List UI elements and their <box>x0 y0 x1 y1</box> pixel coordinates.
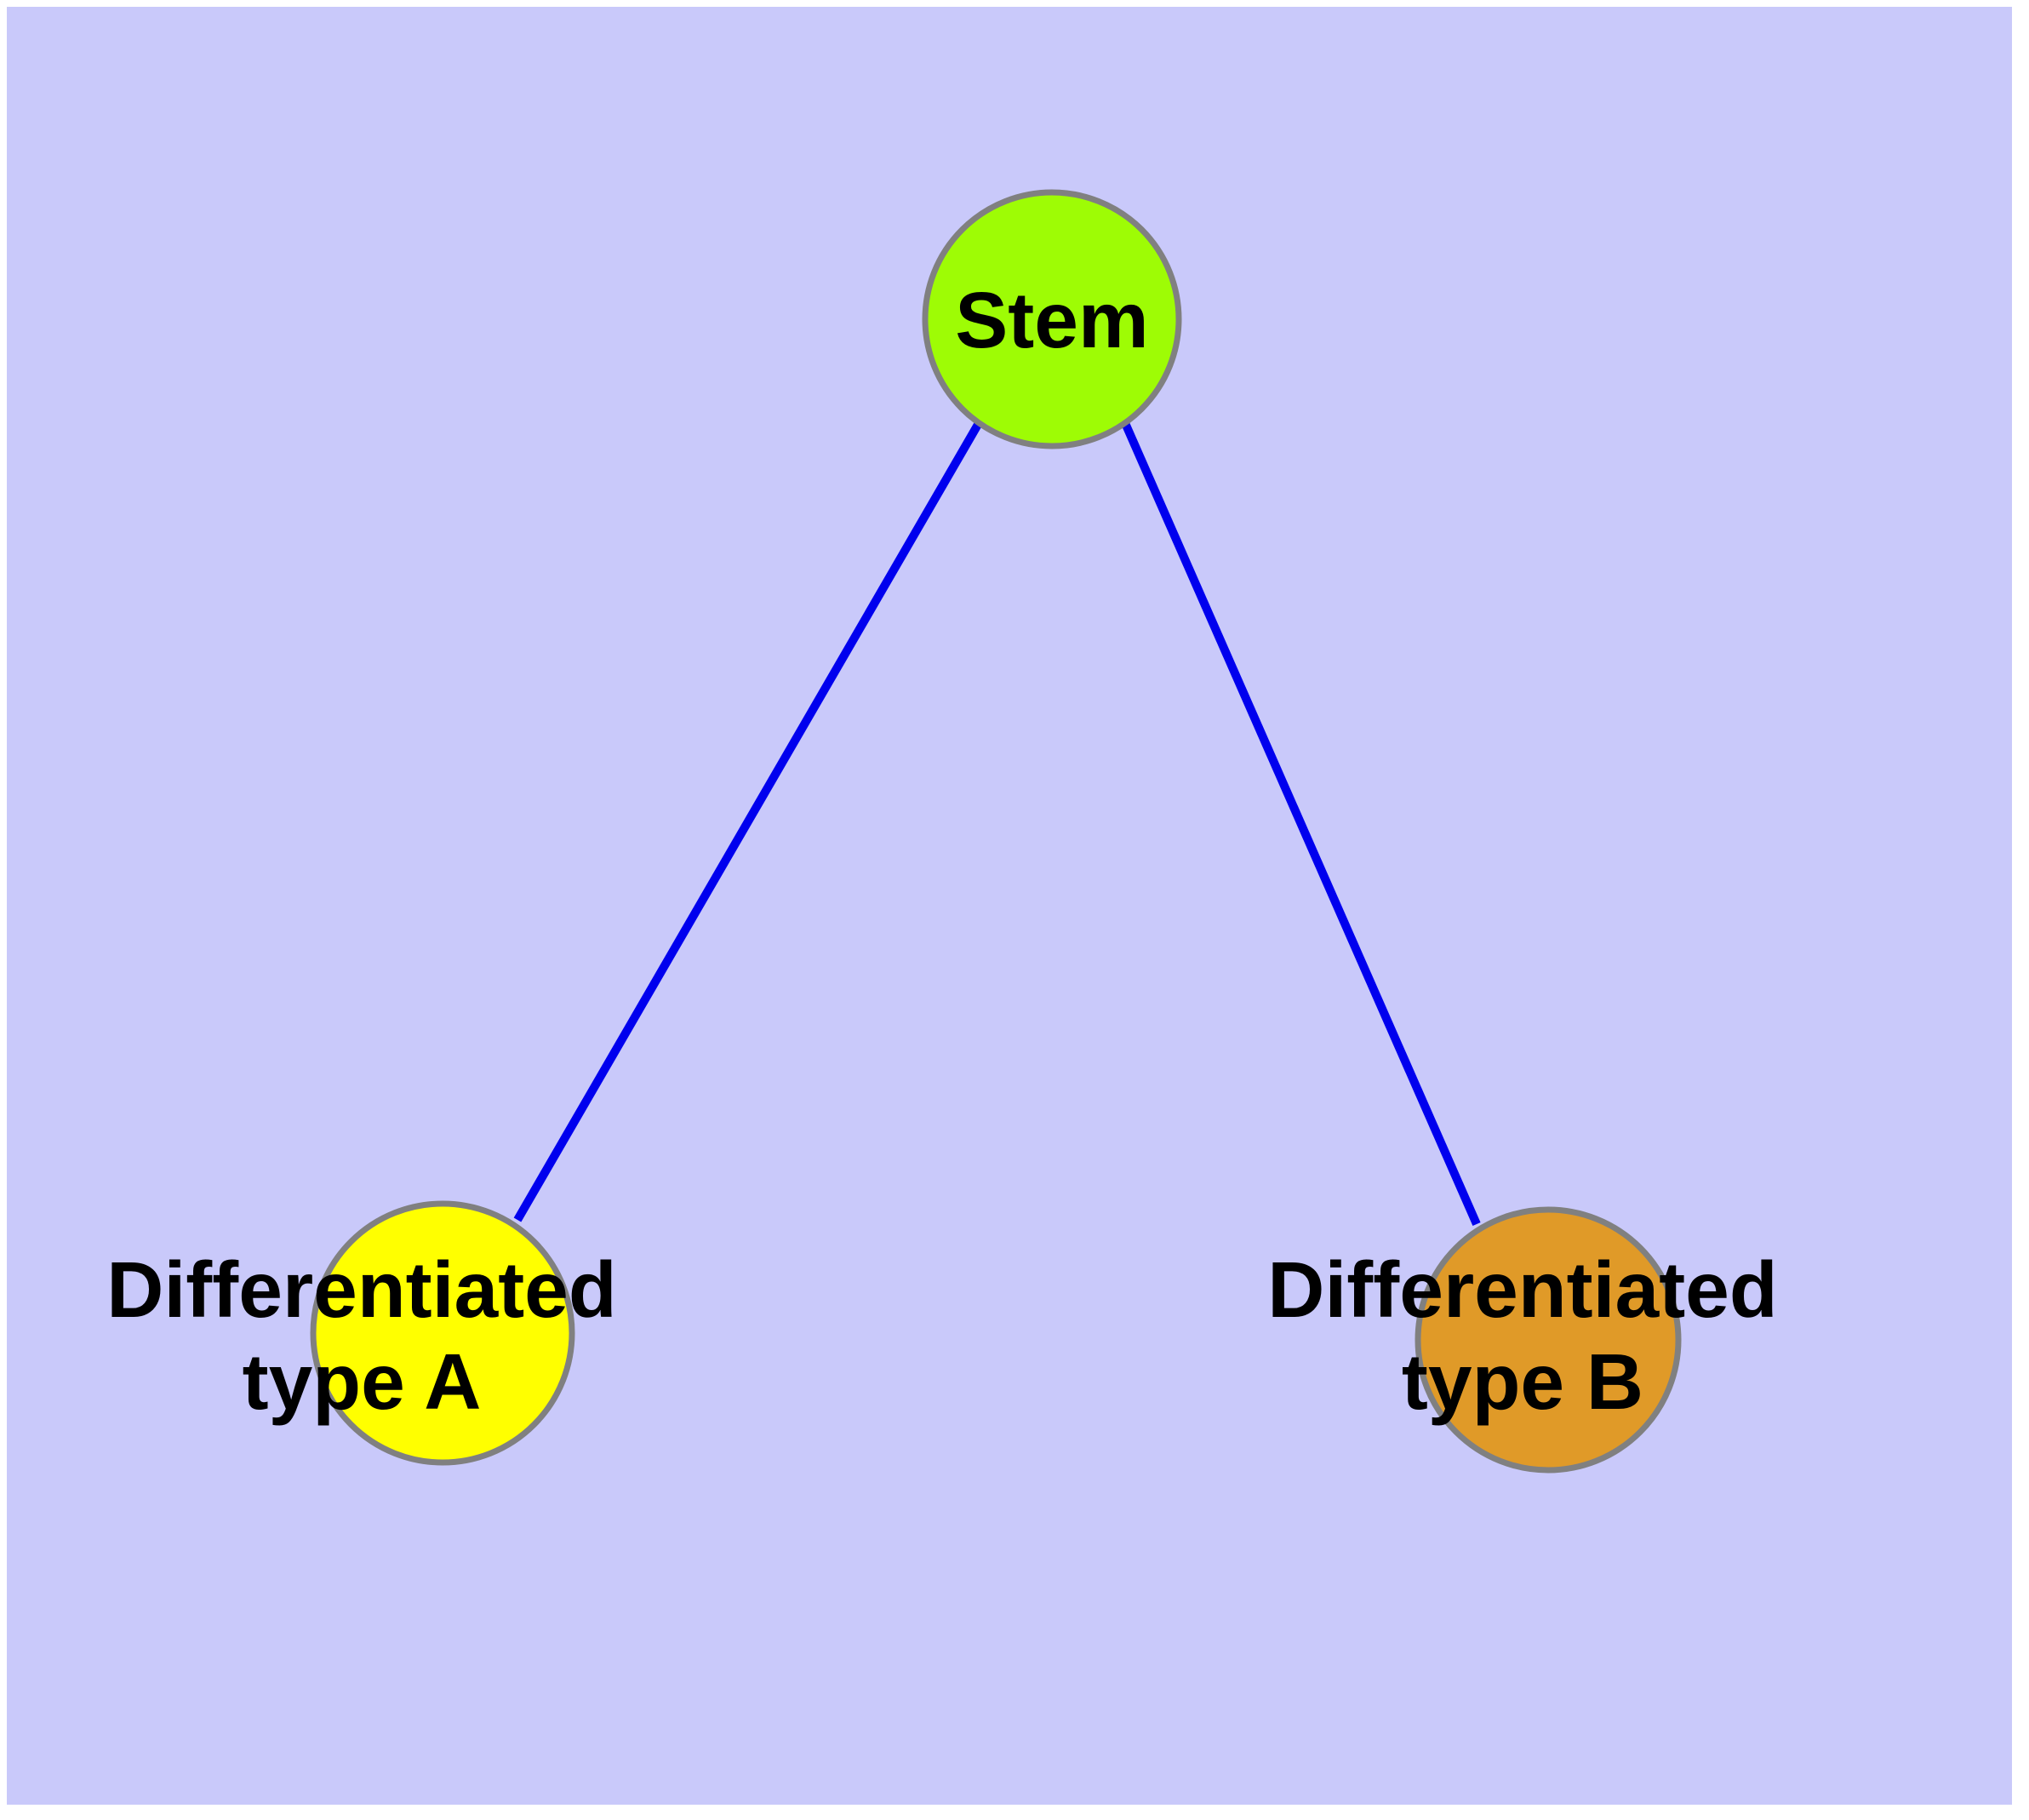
node-label-diff-type-b-line-2: type B <box>1402 1337 1643 1426</box>
graph-node-diff-type-b[interactable] <box>1415 1206 1682 1474</box>
graph-edge-stem-to-b <box>1121 421 1481 1227</box>
graph-node-stem[interactable] <box>922 189 1182 449</box>
edges-group <box>513 421 1481 1227</box>
node-label-diff-type-a-line-2: type A <box>243 1337 482 1426</box>
node-label-stem-line-1: Stem <box>955 276 1148 364</box>
node-label-diff-type-a-line-1: Differentiated <box>106 1245 616 1334</box>
graph-edge-stem-to-a <box>513 421 983 1222</box>
node-label-diff-type-b-line-1: Differentiated <box>1267 1245 1777 1334</box>
graph-node-diff-type-a[interactable] <box>310 1200 575 1466</box>
nodes-group <box>310 189 1682 1474</box>
